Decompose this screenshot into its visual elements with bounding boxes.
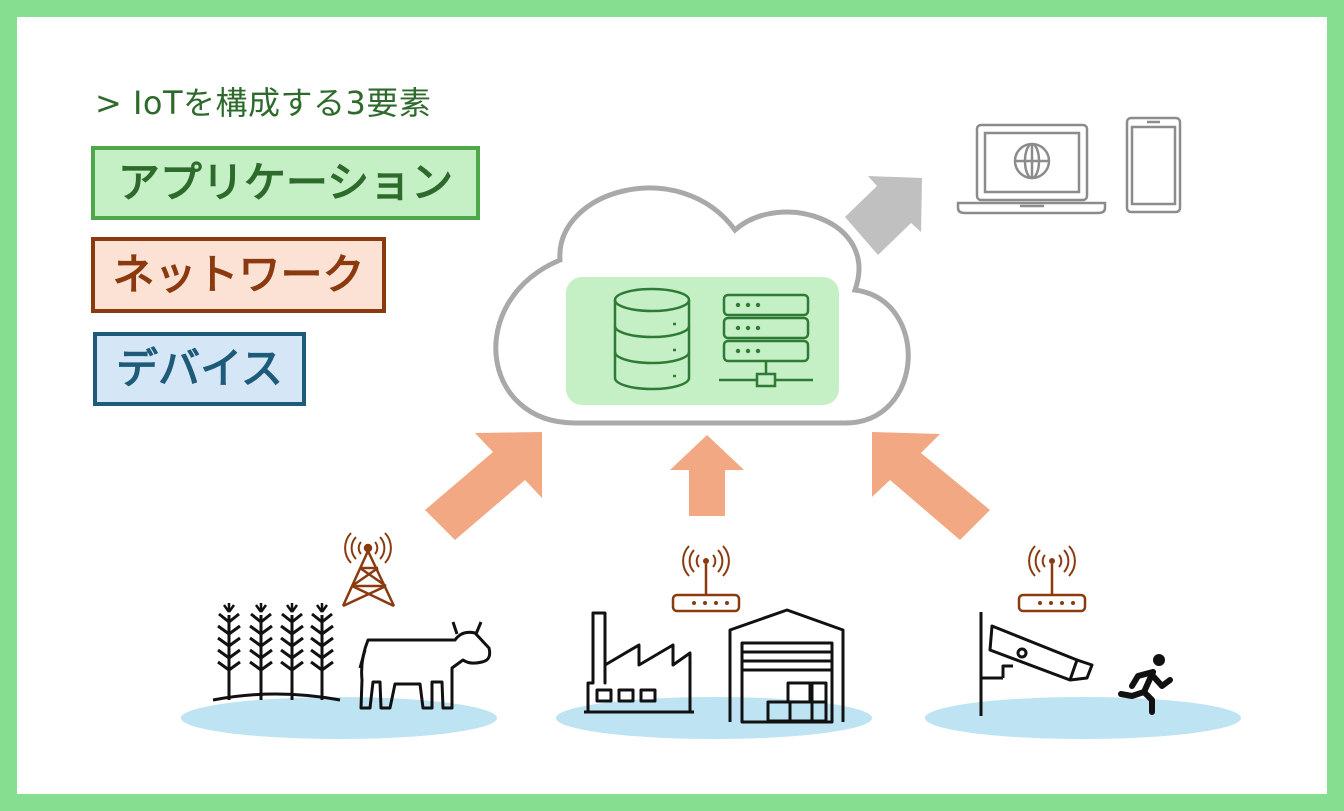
warehouse-icon [728,608,845,724]
laptop-globe-icon [956,123,1107,215]
application-layer-label: アプリケーション [91,146,480,220]
ground-ellipse-factory [556,697,872,739]
security-camera-icon [979,612,1094,716]
ground-ellipse-security [925,697,1241,739]
wifi-router-icon-security [1019,546,1085,611]
running-person-icon [1118,654,1173,715]
wheat-icon [212,601,341,702]
database-icon [613,287,691,391]
wifi-router-icon-factory [673,546,739,611]
network-layer-label: ネットワーク [91,237,386,313]
device-layer-label: デバイス [93,332,306,406]
upload-arrow-center [670,435,744,516]
antenna-tower-icon [341,531,396,608]
server-rack-icon [719,293,813,388]
smartphone-icon [1125,116,1182,214]
cow-icon [358,621,492,710]
ground-ellipse-farm [181,697,497,739]
upload-arrow-right [872,432,990,540]
diagram-heading: > IoTを構成する3要素 [95,84,432,122]
upload-arrow-left [425,432,542,540]
output-arrow [845,176,922,255]
factory-icon [584,611,694,714]
